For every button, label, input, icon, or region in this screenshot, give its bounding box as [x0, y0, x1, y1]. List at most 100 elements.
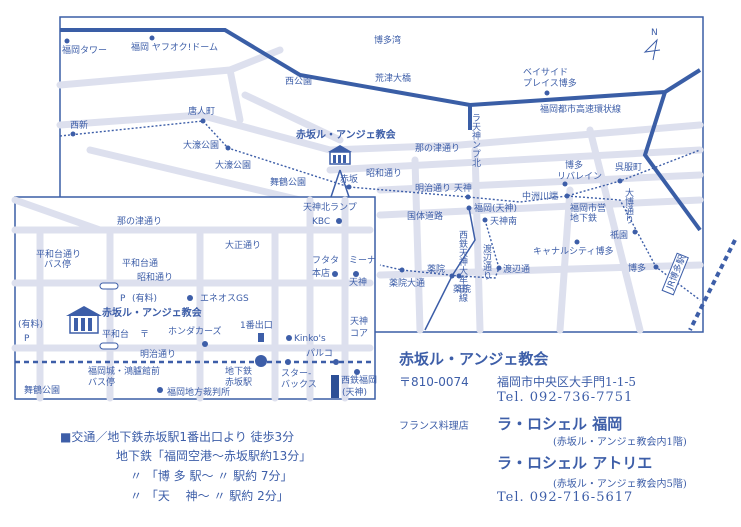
restaurant-1-note: (赤坂ル・アンジェ教会内1階): [553, 437, 687, 448]
parking-icon: P: [120, 294, 126, 304]
label-ohori-park: 大濠公園: [215, 159, 251, 171]
inset-label-parco: パルコ: [306, 348, 333, 359]
inset-label-nishitetsu: 西鉄福岡: [341, 374, 377, 386]
inset-label-parking-paid: (有料): [132, 292, 157, 304]
label-tenjin-minami: 天神南: [490, 215, 517, 227]
access-line-2: 地下鉄「福岡空港〜赤坂駅約13分」: [116, 449, 312, 463]
post-office-icon: 〒: [140, 330, 149, 340]
label-bayside-2: プレイス博多: [523, 77, 577, 89]
main-map-labels: 博多湾 福岡タワー 福岡 ヤフオク!ドーム 西公園 荒津大橋 ベイサイド プレイ…: [62, 34, 689, 302]
parking-icon-2: P: [24, 334, 30, 344]
inset-label-akasaka-station-2: 赤坂駅: [225, 377, 252, 388]
inset-label-mina: ミーナ: [349, 255, 376, 266]
label-nishitetsu-line: 西鉄天神大牟田線: [457, 230, 468, 302]
inset-label-starbucks: スター-: [281, 368, 311, 379]
nishitetsu-station-block: [331, 375, 339, 398]
tel-restaurant: Tel. 092-716-5617: [497, 490, 634, 505]
address: 福岡市中央区大手門1-1-5: [497, 375, 637, 389]
inset-label-futata-2: 本店: [312, 267, 330, 279]
inset-label-honda: ホンダカーズ: [168, 325, 222, 337]
label-taihaku: 大博通り: [623, 187, 634, 224]
inset-label-maizuru: 舞鶴公園: [24, 384, 60, 396]
compass-arrow-icon: [643, 38, 661, 61]
station-dots: [64, 35, 659, 279]
restaurant-2-name: ラ・ロシェル アトリエ: [497, 454, 653, 472]
label-fukuoka-tenjin: 福岡(天神): [474, 202, 517, 214]
label-hakata-bay: 博多湾: [374, 34, 401, 46]
label-bayside: ベイサイド: [523, 67, 568, 78]
label-akasaka: 赤坂: [340, 174, 358, 185]
label-city-subway-2: 地下鉄: [570, 212, 597, 224]
label-watanabe: 渡辺通: [503, 263, 530, 275]
inset-label-tenjin-core-2: コア: [350, 329, 368, 339]
restaurant-type: フランス料理店: [399, 421, 469, 432]
label-church: 赤坂ル・アンジェ教会: [296, 128, 396, 141]
expressway-line: [60, 28, 702, 108]
label-yakuin: 薬院: [427, 263, 445, 275]
inset-label-meiji: 明治通り: [140, 348, 176, 360]
inset-map: [11, 196, 376, 402]
label-expressway: 福岡都市高速環状線: [540, 103, 621, 115]
inset-church-icon: [66, 306, 102, 334]
label-maizuru: 舞鶴公園: [270, 176, 306, 188]
access-line-3: 〃 「博 多 駅〜 〃 駅約 7分」: [130, 469, 293, 483]
postal-code: 〒810-0074: [399, 375, 469, 389]
label-dome: 福岡 ヤフオク!ドーム: [131, 41, 218, 53]
inset-label-heiwadai: 平和台: [102, 328, 129, 340]
inset-label-exit1: 1番出口: [240, 319, 273, 331]
label-canal-city: キャナルシティ博多: [533, 245, 613, 257]
label-tenjin-ramp: ラ天神ンプ北: [470, 113, 481, 168]
inset-label-parking-paid-2: (有料): [18, 318, 43, 330]
akasaka-station-marker: [255, 355, 267, 367]
label-meiji-tenjin: 明治通り 天神: [415, 182, 472, 194]
label-city-subway: 福岡市営: [570, 202, 606, 214]
inset-label-kinkos: Kinko's: [294, 334, 326, 344]
restaurant-1-name: ラ・ロシェル 福岡: [497, 415, 623, 433]
exit1-marker: [258, 333, 264, 342]
inset-label-taisho: 大正通り: [225, 239, 261, 251]
tram-stop-icon: [99, 282, 119, 290]
label-ohori-station: 大濠公園: [183, 139, 219, 151]
inset-label-nanotsu: 那の津通り: [117, 216, 162, 227]
inset-label-korokan-bus: 福岡城・鴻臚館前: [88, 365, 160, 377]
inset-label-heiwadai-bus: 平和台通り: [36, 248, 81, 260]
inset-label-akasaka-station: 地下鉄: [225, 365, 252, 377]
inset-label-heiwadai-bus-2: バス停: [44, 258, 71, 270]
label-nishijin: 西新: [70, 119, 88, 131]
label-showa: 昭和通り: [366, 168, 402, 179]
church-name: 赤坂ル・アンジェ教会: [399, 350, 549, 368]
access-line-4: 〃 「天 神〜 〃 駅約 2分」: [130, 489, 289, 503]
inset-label-kbc: KBC: [312, 217, 330, 227]
inset-label-eneos: エネオスGS: [200, 293, 249, 304]
church-icon: [328, 145, 352, 165]
inset-label-nishitetsu-2: (天神): [342, 386, 367, 398]
inset-label-showa: 昭和通り: [137, 272, 173, 283]
inset-pointer: [329, 169, 351, 201]
inset-label-tenjin-ramp: 天神北ランプ: [303, 201, 357, 213]
inset-label-heiwadai-dori: 平和台通: [122, 257, 158, 269]
inset-label-tenjin-core: 天神: [350, 315, 368, 327]
inset-label-futata: フタタ: [312, 255, 339, 266]
label-gofukumachi: 呉服町: [615, 162, 642, 173]
compass-north-label: N: [651, 28, 658, 38]
inset-labels: 天神北ランプ KBC 那の津通り 大正通り 平和台通り バス停 平和台通 昭和通…: [18, 201, 377, 398]
label-riverain-2: リバレイン: [557, 171, 602, 182]
label-nanotsu: 那の津通り: [415, 143, 460, 154]
inset-label-korokan-bus-2: バス停: [88, 376, 115, 388]
restaurant-2-note: (赤坂ル・アンジェ教会内5階): [553, 479, 687, 490]
label-fukuoka-tower: 福岡タワー: [62, 44, 107, 56]
label-yakuin-2: 薬院: [453, 283, 471, 295]
roads: [56, 46, 704, 334]
label-hakata: 博多: [628, 262, 646, 274]
label-nakasu: 中洲川端: [522, 190, 558, 202]
label-kokutai: 国体道路: [407, 210, 443, 222]
tram-stop-icon-2: [99, 342, 119, 350]
inset-label-church: 赤坂ル・アンジェ教会: [102, 306, 202, 319]
label-gion: 祇園: [610, 229, 628, 241]
label-tojinmachi: 唐人町: [188, 105, 215, 117]
subway-line-nanakuma: [379, 219, 500, 279]
inset-label-court: 福岡地方裁判所: [167, 386, 230, 398]
nishitetsu-line: [424, 207, 476, 331]
label-nishi-park: 西公園: [285, 76, 312, 87]
